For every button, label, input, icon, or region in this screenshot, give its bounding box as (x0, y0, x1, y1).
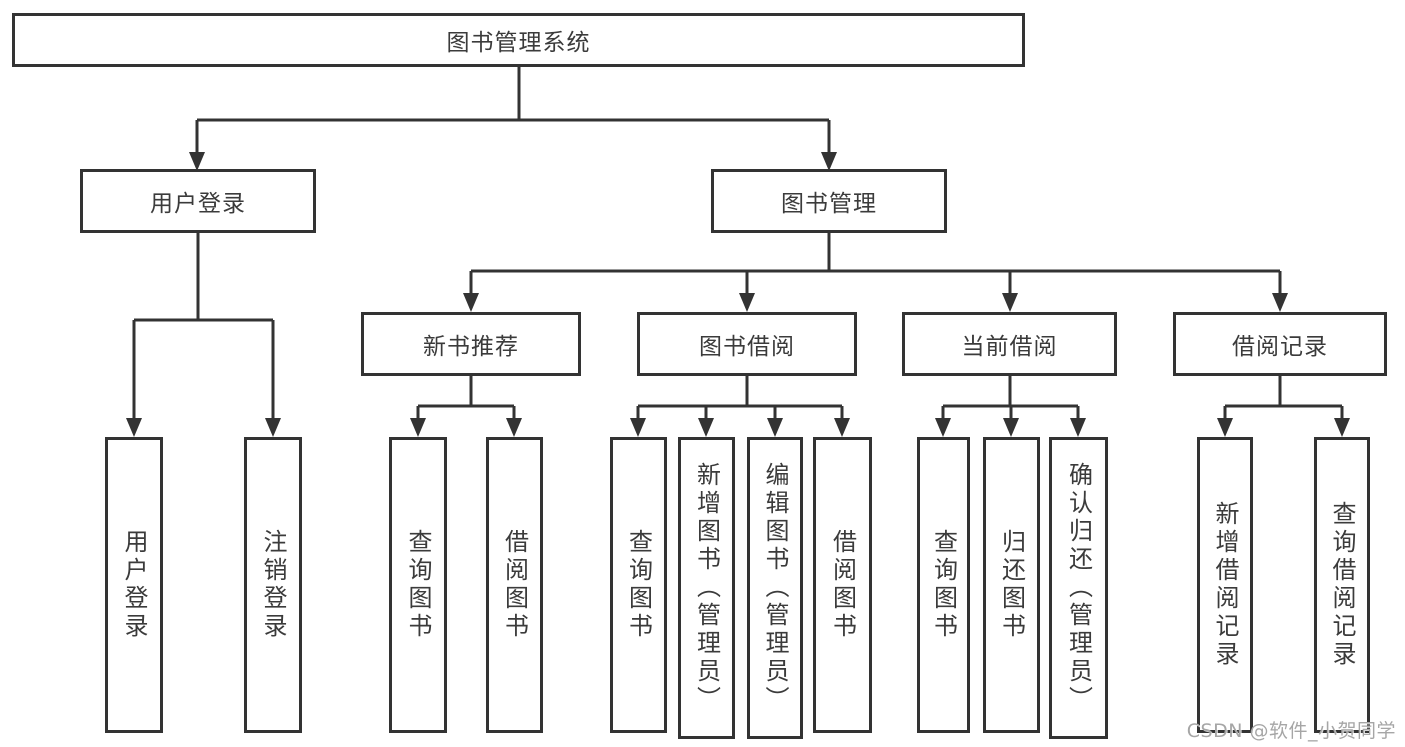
node-label: 借阅记录 (1232, 334, 1328, 360)
node-book-borrow: 图书借阅 (637, 312, 857, 376)
arrow-head (265, 418, 281, 437)
arrow-head (1272, 293, 1288, 312)
arrow-head (410, 418, 426, 437)
connector-user-login-children (126, 233, 281, 437)
arrow-head (698, 418, 714, 437)
arrow-head (1003, 418, 1019, 437)
node-label: 查询图书 (624, 529, 653, 641)
leaf-cb-return-book: 归还图书 (983, 437, 1040, 733)
node-label: 图书管理系统 (446, 30, 591, 56)
arrow-head (1070, 418, 1086, 437)
arrow-head (767, 418, 783, 437)
watermark: CSDN @软件_小贺同学 (1186, 720, 1396, 742)
arrow-head (506, 418, 522, 437)
node-root: 图书管理系统 (12, 13, 1025, 67)
node-label: 图书管理 (781, 191, 877, 217)
node-label: 查询图书 (929, 529, 958, 641)
node-borrow-record: 借阅记录 (1173, 312, 1387, 376)
connector-book-borrow-children (630, 376, 850, 437)
arrow-head (630, 418, 646, 437)
arrow-head (1002, 293, 1018, 312)
node-label: 新增借阅记录 (1211, 501, 1239, 669)
node-label: 确认归还（管理员） (1064, 462, 1093, 714)
node-label: 新书推荐 (423, 334, 519, 360)
node-book-management: 图书管理 (711, 169, 947, 233)
node-label: 用户登录 (120, 529, 148, 641)
leaf-br-query-record: 查询借阅记录 (1314, 437, 1370, 733)
node-new-book-recommend: 新书推荐 (361, 312, 581, 376)
node-label: 图书借阅 (699, 334, 795, 360)
node-label: 借阅图书 (828, 529, 857, 641)
leaf-bb-add-book-admin: 新增图书（管理员） (678, 437, 735, 739)
arrow-head (189, 152, 205, 171)
node-label: 查询借阅记录 (1328, 501, 1356, 669)
leaf-nbr-query-book: 查询图书 (389, 437, 447, 733)
arrow-head (463, 293, 479, 312)
node-label: 注销登录 (259, 529, 287, 641)
arrow-head (834, 418, 850, 437)
connector-current-borrow-children (935, 376, 1086, 437)
leaf-cb-confirm-return-admin: 确认归还（管理员） (1049, 437, 1108, 739)
connector-borrow-record-children (1217, 376, 1350, 437)
node-label: 查询图书 (404, 529, 432, 641)
node-label: 新增图书（管理员） (692, 462, 721, 714)
node-label: 编辑图书（管理员） (761, 462, 789, 714)
node-label: 用户登录 (150, 191, 246, 217)
arrow-head (1217, 418, 1233, 437)
connector-new-book-recommend-children (410, 376, 522, 437)
leaf-bb-borrow-book: 借阅图书 (813, 437, 872, 733)
leaf-user-login: 用户登录 (105, 437, 163, 733)
arrow-head (126, 418, 142, 437)
node-label: 借阅图书 (500, 529, 529, 641)
leaf-logout-login: 注销登录 (244, 437, 302, 733)
leaf-cb-query-book: 查询图书 (917, 437, 970, 733)
leaf-bb-query-book: 查询图书 (610, 437, 667, 733)
arrow-head (935, 418, 951, 437)
connector-root-to-level2 (189, 67, 837, 171)
leaf-nbr-borrow-book: 借阅图书 (486, 437, 543, 733)
node-current-borrow: 当前借阅 (902, 312, 1117, 376)
leaf-bb-edit-book-admin: 编辑图书（管理员） (747, 437, 803, 739)
arrow-head (821, 152, 837, 171)
node-label: 当前借阅 (961, 334, 1058, 360)
arrow-head (739, 293, 755, 312)
connector-book-management-to-level3 (463, 233, 1288, 312)
node-user-login: 用户登录 (80, 169, 316, 233)
arrow-head (1334, 418, 1350, 437)
node-label: 归还图书 (997, 529, 1026, 641)
leaf-br-add-record: 新增借阅记录 (1197, 437, 1253, 733)
